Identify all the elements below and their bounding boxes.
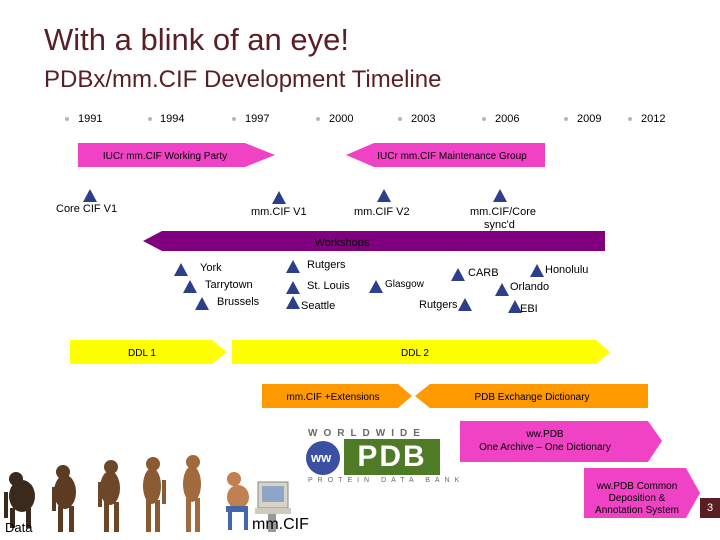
year-label: 1991 (78, 113, 103, 125)
year-bullet (316, 117, 320, 121)
wwpdb-archive-label-line1: ww.PDB (525, 429, 564, 440)
mmcif-v1-marker (272, 191, 286, 204)
year-label: 1997 (245, 113, 270, 125)
evolution-illustration (4, 455, 291, 532)
logo-protein-data-bank-text: PROTEIN DATA BANK (308, 477, 465, 484)
page-number: 3 (700, 498, 720, 518)
workshop-tarrytown: Tarrytown (205, 279, 253, 291)
workshops-bar (143, 231, 605, 251)
tarrytown-marker (183, 280, 197, 293)
mmcif-v2-marker (377, 189, 391, 202)
data-label: Data (5, 520, 33, 535)
rutgers2-marker (458, 298, 472, 311)
ebi-marker (508, 300, 522, 313)
common-deposition-line3: Annotation System (595, 505, 679, 516)
wwpdb-archive-label-line2: One Archive – One Dictionary (479, 442, 611, 453)
extensions-label: mm.CIF +Extensions (286, 392, 379, 403)
slide-title: With a blink of an eye! (44, 22, 349, 57)
ddl1-arrow (70, 340, 227, 364)
working-party-label: IUCr mm.CIF Working Party (103, 151, 227, 162)
core-sync-marker (493, 189, 507, 202)
year-bullet (65, 117, 69, 121)
common-deposition-arrow (584, 468, 700, 518)
year-label: 2003 (411, 113, 436, 125)
ddl2-arrow (232, 340, 610, 364)
year-bullet (564, 117, 568, 121)
maintenance-group-arrow (346, 143, 545, 167)
honolulu-marker (530, 264, 544, 277)
core-cif-label: Core CIF V1 (56, 203, 118, 215)
year-label: 2012 (641, 113, 666, 125)
mmcif-footer-label: mm.CIF (252, 516, 309, 533)
year-bullet (148, 117, 152, 121)
core-cif-marker (83, 189, 97, 202)
logo-worldwide-text: WORLDWIDE (308, 428, 426, 439)
orlando-marker (495, 283, 509, 296)
workshop-carb: CARB (468, 267, 499, 279)
workshop-orlando: Orlando (510, 281, 550, 293)
workshop-honolulu: Honolulu (545, 264, 589, 276)
pdb-exchange-label: PDB Exchange Dictionary (474, 392, 589, 403)
globe-icon: ww (306, 441, 340, 475)
st-louis-marker (286, 281, 300, 294)
wwpdb-logo: WORLDWIDE ww PDB PROTEIN DATA BANK (306, 426, 459, 488)
wwpdb-archive-arrow (460, 421, 662, 462)
workshop-brussels: Brussels (217, 296, 260, 308)
workshop-rutgers1: Rutgers (307, 259, 346, 271)
year-label: 1994 (160, 113, 185, 125)
common-deposition-line1: ww.PDB Common (596, 481, 678, 492)
workshop-ebi: EBI (520, 303, 538, 315)
year-bullet (232, 117, 236, 121)
glasgow-marker (369, 280, 383, 293)
slide-subtitle: PDBx/mm.CIF Development Timeline (44, 66, 442, 93)
common-deposition-line2: Deposition & (609, 493, 666, 504)
year-bullet (482, 117, 486, 121)
workshop-rutgers2: Rutgers (419, 299, 458, 311)
year-label: 2006 (495, 113, 520, 125)
workshops-label: Workshops (315, 237, 370, 249)
mmcif-v1-label: mm.CIF V1 (251, 206, 307, 218)
carb-marker (451, 268, 465, 281)
pdb-exchange-arrow (415, 384, 648, 408)
maintenance-group-label: IUCr mm.CIF Maintenance Group (377, 151, 527, 162)
ddl1-label: DDL 1 (128, 348, 156, 359)
workshop-york: York (200, 262, 222, 274)
core-sync-label-line2: sync'd (484, 219, 515, 231)
year-label: 2009 (577, 113, 602, 125)
year-label: 2000 (329, 113, 354, 125)
year-bullet (628, 117, 632, 121)
workshop-seattle: Seattle (301, 300, 336, 312)
core-sync-label-line1: mm.CIF/Core (470, 206, 536, 218)
york-marker (174, 263, 188, 276)
mmcif-v2-label: mm.CIF V2 (354, 206, 410, 218)
workshop-st-louis: St. Louis (307, 280, 350, 292)
year-bullet (398, 117, 402, 121)
extensions-arrow (262, 384, 412, 408)
working-party-arrow (78, 143, 275, 167)
ddl2-label: DDL 2 (401, 348, 429, 359)
rutgers1-marker (286, 260, 300, 273)
brussels-marker (195, 297, 209, 310)
logo-pdb-text: PDB (344, 439, 440, 475)
workshop-glasgow: Glasgow (385, 279, 424, 290)
seattle-marker (286, 296, 300, 309)
